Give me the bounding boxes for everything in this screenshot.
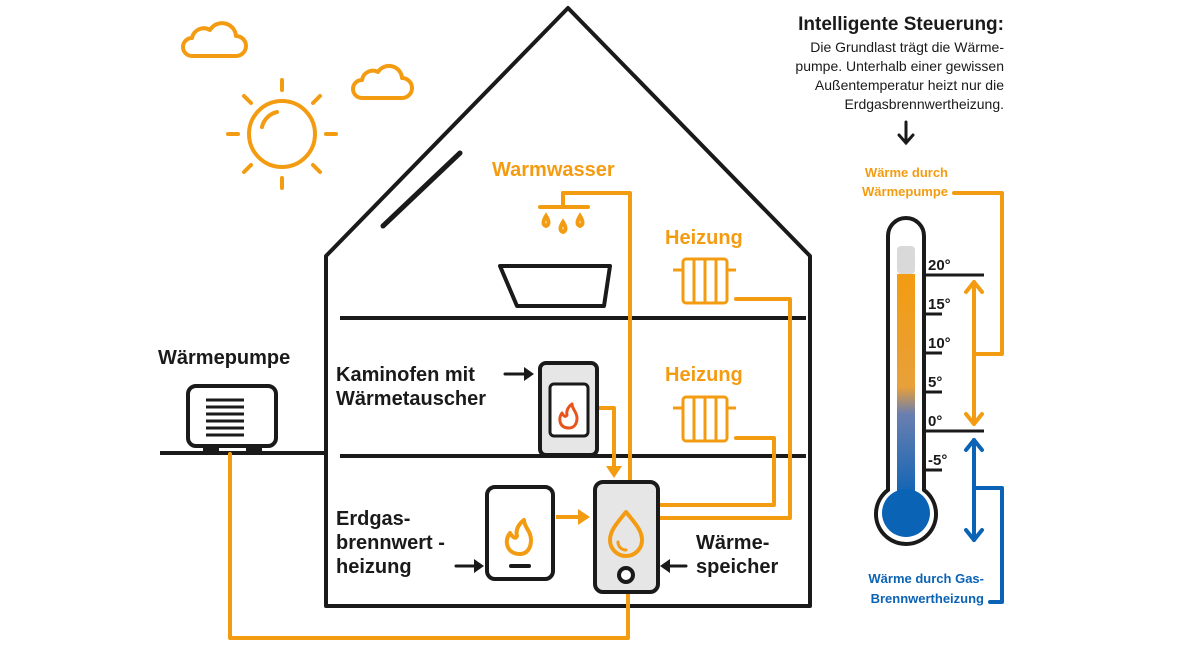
heat-pump-pipe [228, 452, 630, 640]
warmwater-pipe [561, 191, 632, 486]
heating-pipe-mid [656, 436, 776, 507]
note-line: Erdgasbrennwertheizung. [844, 96, 1004, 112]
label-kaminofen-line1: Kaminofen mit [336, 364, 475, 386]
arrow-stove-to-storage [606, 466, 622, 478]
label-erdgas-line3: heizung [336, 556, 412, 578]
arrow-down-icon [897, 120, 915, 146]
sun-icon [226, 78, 338, 190]
gas-boiler-icon [485, 485, 555, 581]
cloud-icon [181, 21, 248, 58]
drop-icon [608, 510, 644, 558]
tick-label: 10° [928, 335, 951, 352]
stove-pipe [596, 406, 616, 474]
note-line: Die Grundlast trägt die Wärme- [810, 39, 1004, 55]
label-speicher-line1: Wärme- [696, 532, 769, 554]
heat-pump-label-line1: Wärme durch [865, 165, 948, 180]
house-outline [324, 6, 812, 608]
radiator-icon [673, 257, 736, 305]
tick-label: -5° [928, 452, 947, 469]
tick-label: 15° [928, 296, 951, 313]
attic-window [380, 150, 463, 229]
label-heizung-mid: Heizung [665, 364, 743, 386]
gas-range [964, 438, 1004, 604]
note-line: pumpe. Unterhalb einer gewissen [795, 58, 1004, 74]
stove-icon [538, 361, 599, 457]
flame-icon [504, 518, 533, 556]
tick-label: 20° [928, 257, 951, 274]
heat-pump-label-line2: Wärmepumpe [862, 184, 948, 199]
label-warmwasser: Warmwasser [492, 159, 615, 181]
storage-tank-icon [593, 480, 660, 594]
label-heizung-top: Heizung [665, 227, 743, 249]
bathtub-icon [498, 264, 612, 308]
tick-label: 0° [928, 413, 942, 430]
label-erdgas-line1: Erdgas- [336, 508, 410, 530]
note-title: Intelligente Steuerung: [798, 14, 1004, 35]
label-speicher-line2: speicher [696, 556, 778, 578]
radiator-icon [673, 395, 736, 443]
label-waermepumpe: Wärmepumpe [158, 347, 290, 369]
thermometer-icon [874, 216, 938, 546]
heat-pump-unit-icon [186, 384, 278, 452]
cloud-icon [351, 63, 414, 100]
label-erdgas-line2: brennwert - [336, 532, 445, 554]
tick-label: 5° [928, 374, 942, 391]
arrow-boiler-to-storage [578, 509, 590, 525]
flame-icon [558, 402, 579, 430]
gas-label-line2: Brennwertheizung [871, 591, 984, 606]
gas-label-line1: Wärme durch Gas- [868, 571, 984, 586]
heat-pump-range [952, 191, 1004, 426]
label-kaminofen-line2: Wärmetauscher [336, 388, 486, 410]
note-line: Außentemperatur heizt nur die [815, 77, 1004, 93]
shower-icon [538, 191, 590, 235]
heating-pipe-top [656, 297, 792, 520]
